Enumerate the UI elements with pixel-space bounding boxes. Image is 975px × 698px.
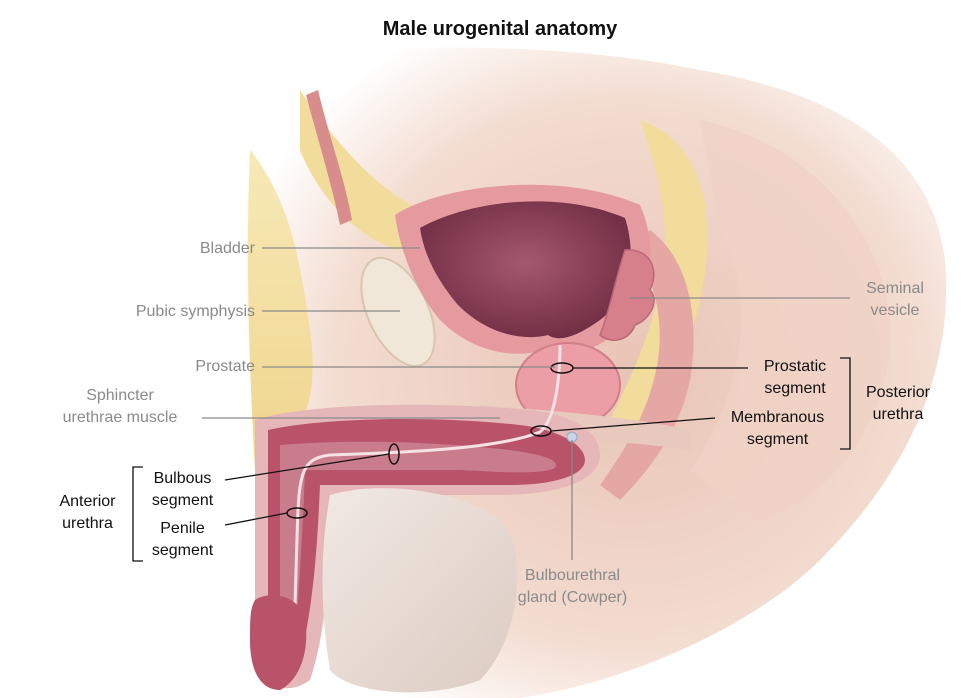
label-posterior-urethra: Posterior urethra [865, 384, 931, 423]
label-bladder: Bladder [199, 240, 255, 257]
rectus-muscle [306, 90, 352, 225]
label-seminal-vesicle: Seminal vesicle [866, 280, 924, 319]
glans [250, 595, 307, 690]
corpus-cavernosum [268, 418, 585, 662]
label-pubic-symphysis: Pubic symphysis [135, 303, 255, 320]
label-membranous-segment: Membranous segment [730, 409, 825, 448]
label-penile-segment: Penile segment [151, 520, 214, 559]
label-sphincter-urethrae-muscle: Sphincter urethrae muscle [62, 387, 178, 426]
anterior-bracket [132, 466, 143, 562]
fat-anterior [247, 150, 313, 470]
bladder-lumen [420, 201, 631, 339]
label-bulbourethral-gland: Bulbourethral gland (Cowper) [517, 567, 628, 606]
scrotum [322, 488, 518, 693]
buttock [690, 120, 891, 520]
leader-lines-dark [224, 367, 748, 526]
label-prostatic-segment: Prostatic segment [763, 358, 827, 397]
urethra-line [291, 344, 562, 661]
corpus-spongiosum [280, 441, 556, 640]
posterior-bracket [840, 357, 851, 450]
leader-lines-gray [202, 247, 850, 560]
label-bulbous-segment: Bulbous segment [151, 470, 214, 509]
diagram-title: Male urogenital anatomy [382, 18, 618, 40]
label-anterior-urethra: Anterior urethra [59, 493, 116, 532]
label-prostate: Prostate [195, 358, 255, 375]
sacrum [610, 120, 708, 430]
fat-pelvic [300, 90, 420, 250]
pubic-symphysis-shape [360, 256, 436, 368]
seminal-vesicle-shape [599, 249, 655, 341]
